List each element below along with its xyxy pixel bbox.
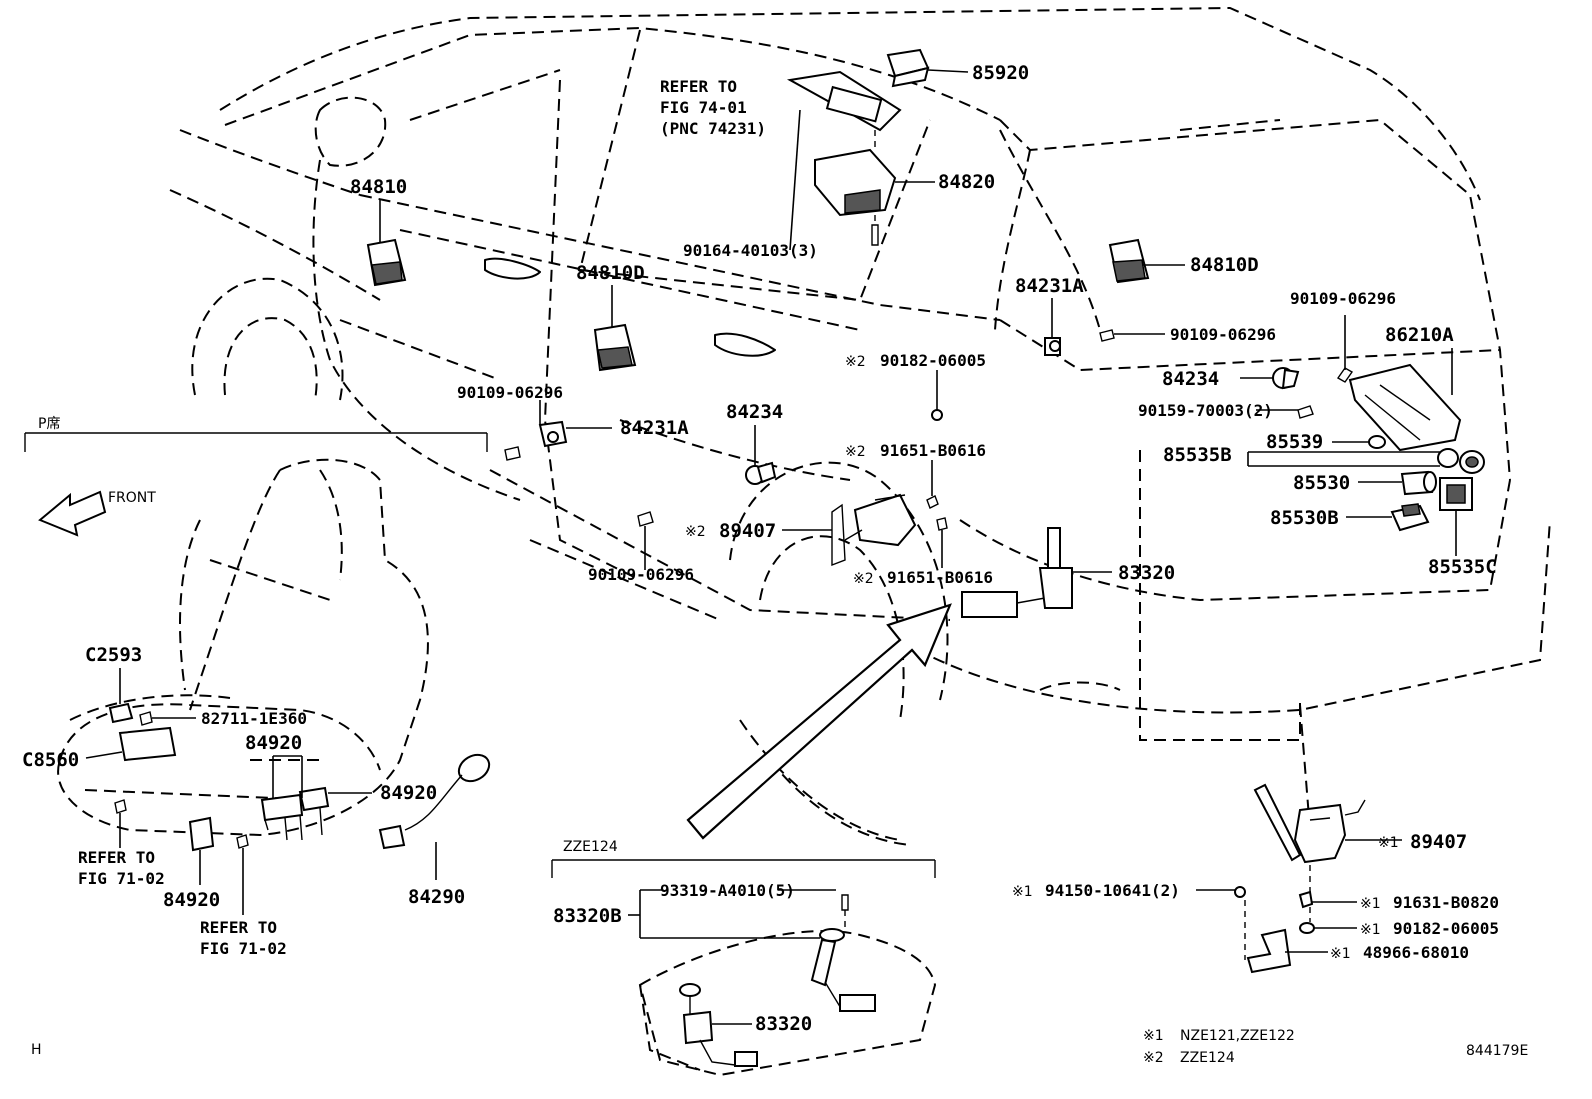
label-82711: 82711-1E360 [201, 709, 307, 728]
label-89407-inset: 89407 [1410, 831, 1467, 853]
refer-71b-line1: REFER TO [200, 918, 277, 937]
note2-mark-c: ※2 [685, 524, 706, 540]
label-C8560: C8560 [22, 749, 79, 771]
part-84810D-mid-icon [593, 285, 637, 372]
figure-id: 844179E [1466, 1043, 1528, 1059]
note1-mark-b: ※1 [1012, 884, 1033, 900]
label-89407-mid: 89407 [719, 520, 776, 542]
part-83320-mid-icon [961, 527, 1112, 618]
part-90159-icon [1256, 405, 1314, 419]
label-90109-low: 90109-06296 [588, 565, 694, 584]
refer-74-line2: FIG 74-01 [660, 98, 747, 117]
label-91631: 91631-B0820 [1393, 893, 1499, 912]
pointer-arrow [686, 603, 952, 840]
label-C2593: C2593 [85, 644, 142, 666]
part-90109-low-icon [637, 511, 654, 570]
label-83320B: 83320B [553, 905, 622, 927]
label-83320-mid: 83320 [1118, 562, 1175, 584]
label-85530B: 85530B [1270, 507, 1339, 529]
callout-labels: 85920 REFER TO FIG 74-01 (PNC 74231) 848… [22, 62, 1499, 1035]
label-93319: 93319-A4010(5) [660, 881, 795, 900]
label-84231A-right: 84231A [1015, 275, 1084, 297]
vehicle-outline [169, 6, 1551, 846]
part-85535B-icon [1247, 448, 1485, 474]
note2-mark-d: ※2 [853, 571, 874, 587]
part-85530B-icon [1346, 503, 1430, 532]
legend-text-2: ZZE124 [1180, 1050, 1235, 1066]
label-86210A: 86210A [1385, 324, 1454, 346]
label-85535C: 85535C [1428, 556, 1497, 578]
part-85920-icon [886, 48, 969, 88]
label-84231A-mid: 84231A [620, 417, 689, 439]
seat-title: P席 [38, 416, 60, 432]
label-90182-inset: 90182-06005 [1393, 919, 1499, 938]
part-85530-icon [1358, 470, 1437, 496]
label-84234-mid: 84234 [726, 401, 783, 423]
label-90164: 90164-40103(3) [683, 241, 818, 260]
front-label: FRONT [108, 490, 156, 506]
part-84810D-right-icon [1108, 238, 1185, 284]
label-90109-left: 90109-06296 [457, 383, 563, 402]
refer-71b-line2: FIG 71-02 [200, 939, 287, 958]
part-84810-icon [366, 200, 407, 287]
part-84234-mid-icon [745, 425, 777, 485]
part-90182-mid-icon [931, 370, 943, 421]
part-85535C-icon [1439, 477, 1473, 556]
refer-74-line3: (PNC 74231) [660, 119, 766, 138]
note1-mark-d: ※1 [1360, 922, 1381, 938]
part-86210A-icon [1336, 315, 1462, 452]
part-84231A-mid-icon [504, 400, 612, 461]
part-84231A-right-icon [1044, 298, 1165, 356]
footer-left-code: H [31, 1042, 42, 1058]
legend: ※1 NZE121,ZZE122 ※2 ZZE124 [1143, 1028, 1295, 1066]
note1-mark-e: ※1 [1330, 946, 1351, 962]
note1-mark-a: ※1 [1378, 835, 1399, 851]
refer-71a-line2: FIG 71-02 [78, 869, 165, 888]
label-94150: 94150-10641(2) [1045, 881, 1180, 900]
label-48966: 48966-68010 [1363, 943, 1469, 962]
part-85539-icon [1332, 435, 1386, 449]
label-84920-b: 84920 [380, 782, 437, 804]
label-84920-c: 84920 [163, 889, 220, 911]
label-90182-mid: 90182-06005 [880, 351, 986, 370]
label-84290: 84290 [408, 886, 465, 908]
label-85539: 85539 [1266, 431, 1323, 453]
note1-mark-c: ※1 [1360, 896, 1381, 912]
part-84234-right-icon [1240, 367, 1300, 390]
label-84810D-right: 84810D [1190, 254, 1259, 276]
refer-71a-line1: REFER TO [78, 848, 155, 867]
label-85535B: 85535B [1163, 444, 1232, 466]
label-84810: 84810 [350, 176, 407, 198]
legend-mark-1: ※1 [1143, 1028, 1164, 1044]
part-91651-icon [926, 460, 948, 568]
label-90159: 90159-70003(2) [1138, 401, 1273, 420]
label-84810D-mid: 84810D [576, 262, 645, 284]
label-83320-low: 83320 [755, 1013, 812, 1035]
note2-mark-b: ※2 [845, 444, 866, 460]
label-90109-a: 90109-06296 [1290, 289, 1396, 308]
label-91651-b: 91651-B0616 [887, 568, 993, 587]
note2-mark-a: ※2 [845, 354, 866, 370]
part-89407-mid-icon [782, 493, 917, 567]
legend-mark-2: ※2 [1143, 1050, 1164, 1066]
label-91651-a: 91651-B0616 [880, 441, 986, 460]
zze124-inset [551, 859, 937, 1077]
label-90109-b: 90109-06296 [1170, 325, 1276, 344]
refer-74-line1: REFER TO [660, 77, 737, 96]
legend-text-1: NZE121,ZZE122 [1180, 1028, 1295, 1044]
label-84920-a: 84920 [245, 732, 302, 754]
label-85530: 85530 [1293, 472, 1350, 494]
label-84234-right: 84234 [1162, 368, 1219, 390]
part-84820-icon [786, 70, 935, 251]
inset-89407-icon [1196, 783, 1402, 974]
label-85920: 85920 [972, 62, 1029, 84]
zze124-title: ZZE124 [563, 839, 618, 855]
label-84820: 84820 [938, 171, 995, 193]
seat-inset [24, 432, 491, 915]
footer: H 844179E [31, 1042, 1528, 1059]
